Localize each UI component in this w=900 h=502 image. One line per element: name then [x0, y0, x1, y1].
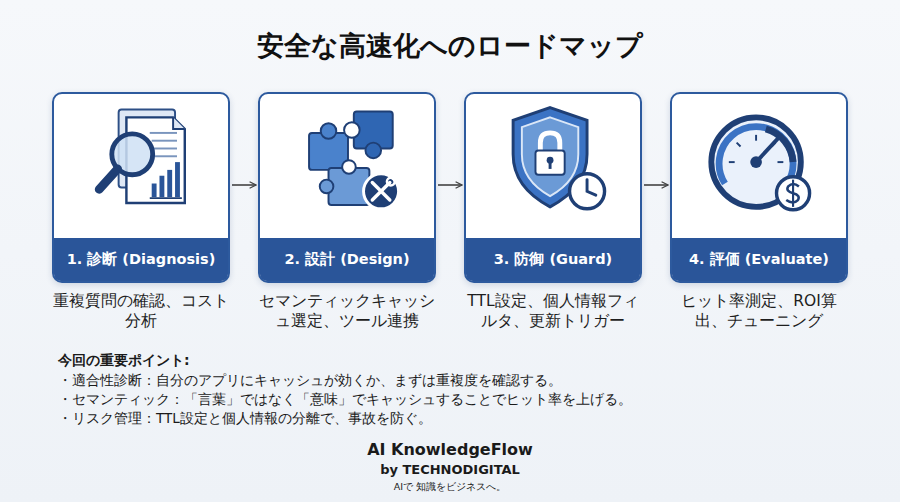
card-frame: 1. 診断 (Diagnosis) — [52, 92, 230, 283]
icon-area — [672, 94, 846, 238]
step-card: 2. 設計 (Design) セマンティックキャッシュ選定、ツール連携 — [258, 92, 436, 331]
note-item: ・セマンティック：「言葉」ではなく「意味」でキャッシュすることでヒット率を上げる… — [58, 391, 838, 409]
card-frame: 3. 防御 (Guard) — [464, 92, 642, 283]
shield-lock-clock-icon — [466, 94, 640, 238]
diagram-title: 安全な高速化へのロードマップ — [0, 28, 900, 64]
document-magnifier-icon — [54, 94, 228, 238]
brand-company: by TECHNODIGITAL — [300, 462, 600, 477]
step-header: 1. 診断 (Diagnosis) — [54, 238, 228, 281]
step-card: 4. 評価 (Evaluate) ヒット率測定、ROI算出、チューニング — [670, 92, 848, 331]
step-card: 1. 診断 (Diagnosis) 重複質問の確認、コスト分析 — [52, 92, 230, 331]
note-item: ・適合性診断：自分のアプリにキャッシュが効くか、まずは重複度を確認する。 — [58, 372, 838, 390]
flow-arrow — [438, 184, 462, 186]
icon-area — [466, 94, 640, 238]
brand-name: AI KnowledgeFlow — [300, 440, 600, 459]
step-header: 2. 設計 (Design) — [260, 238, 434, 281]
card-frame: 4. 評価 (Evaluate) — [670, 92, 848, 283]
step-card: 3. 防御 (Guard) TTL設定、個人情報フィルタ、更新トリガー — [464, 92, 642, 331]
flow-arrow — [644, 184, 668, 186]
card-frame: 2. 設計 (Design) — [258, 92, 436, 283]
step-description: ヒット率測定、ROI算出、チューニング — [668, 291, 850, 331]
notes-heading: 今回の重要ポイント: — [58, 352, 558, 370]
puzzle-wrench-icon — [260, 94, 434, 238]
brand-tagline: AIで 知識をビジネスへ。 — [300, 481, 600, 494]
flow-arrow — [232, 184, 256, 186]
step-description: セマンティックキャッシュ選定、ツール連携 — [256, 291, 438, 331]
step-description: 重複質問の確認、コスト分析 — [50, 291, 232, 331]
step-header: 3. 防御 (Guard) — [466, 238, 640, 281]
icon-area — [54, 94, 228, 238]
speedometer-dollar-icon — [672, 94, 846, 238]
step-header: 4. 評価 (Evaluate) — [672, 238, 846, 281]
step-description: TTL設定、個人情報フィルタ、更新トリガー — [462, 291, 644, 331]
note-item: ・リスク管理：TTL設定と個人情報の分離で、事故を防ぐ。 — [58, 410, 838, 428]
icon-area — [260, 94, 434, 238]
